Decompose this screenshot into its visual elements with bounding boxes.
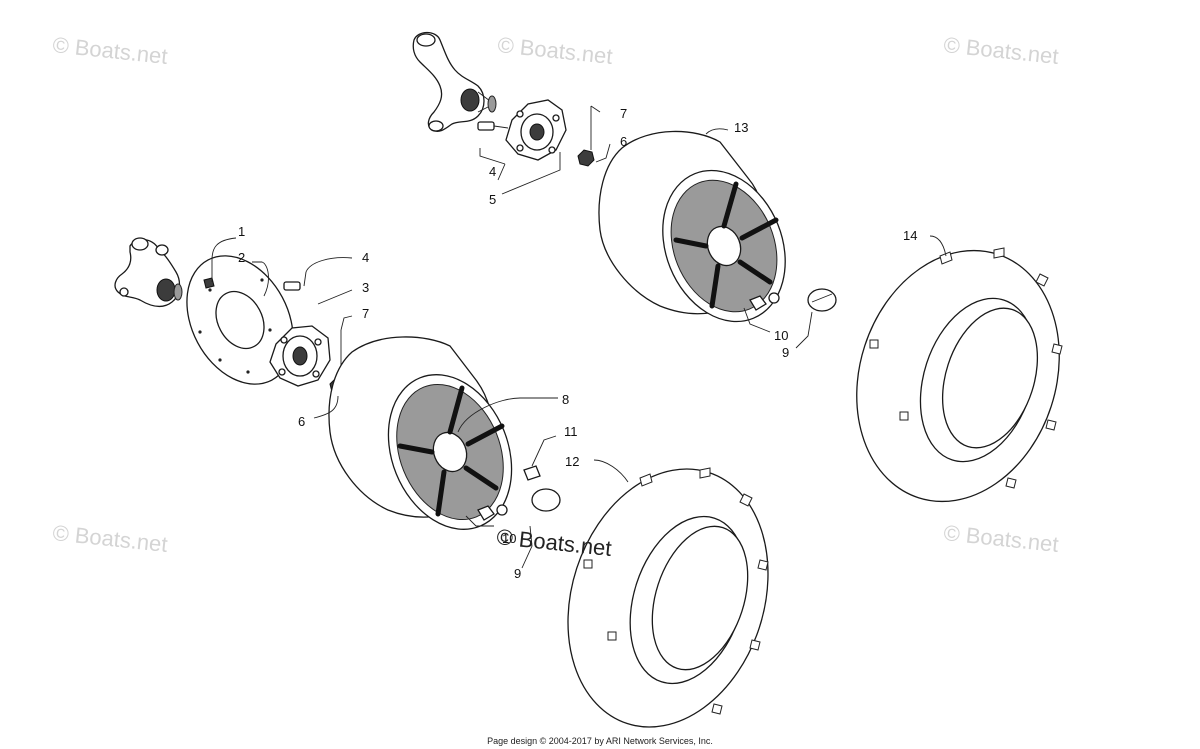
lower-knuckle — [114, 237, 183, 308]
watermark-bottom-right: © Boats.net — [942, 520, 1059, 557]
lower-tire — [567, 467, 769, 728]
callout-8: 8 — [562, 392, 569, 407]
callout-4-lower: 4 — [362, 250, 369, 265]
callout-5: 5 — [489, 192, 496, 207]
callout-10-upper: 10 — [774, 328, 788, 343]
brake-disc — [186, 255, 294, 385]
callout-4-upper: 4 — [489, 164, 496, 179]
footer-copyright: Page design © 2004-2017 by ARI Network S… — [487, 736, 713, 746]
callout-13: 13 — [734, 120, 748, 135]
callout-2: 2 — [238, 250, 245, 265]
upper-knuckle — [412, 31, 497, 132]
upper-rim-spokes — [673, 181, 779, 309]
watermark-top-right: © Boats.net — [942, 32, 1059, 69]
watermark-bottom-left: © Boats.net — [51, 520, 168, 557]
upper-tire — [856, 247, 1063, 503]
upper-hub — [477, 99, 595, 167]
callout-11: 11 — [564, 424, 578, 439]
callout-14: 14 — [903, 228, 917, 243]
leader-lines — [211, 105, 947, 569]
lower-rim-spokes — [397, 385, 505, 517]
watermark-top-left: © Boats.net — [51, 32, 168, 69]
callout-10-lower: 10 — [502, 531, 516, 546]
callout-9-upper: 9 — [782, 345, 789, 360]
callout-6-upper: 6 — [620, 134, 627, 149]
callout-7-upper: 7 — [620, 106, 627, 121]
watermark-top-center: © Boats.net — [496, 32, 613, 69]
lower-rim — [328, 336, 561, 530]
callouts: 1 2 3 4 4 5 6 6 7 7 8 9 9 10 10 11 12 13… — [238, 106, 917, 581]
upper-rim — [598, 130, 837, 323]
callout-6-lower: 6 — [298, 414, 305, 429]
callout-1: 1 — [238, 224, 245, 239]
callout-7-lower: 7 — [362, 306, 369, 321]
callout-9-lower: 9 — [514, 566, 521, 581]
callout-12: 12 — [565, 454, 579, 469]
callout-3: 3 — [362, 280, 369, 295]
